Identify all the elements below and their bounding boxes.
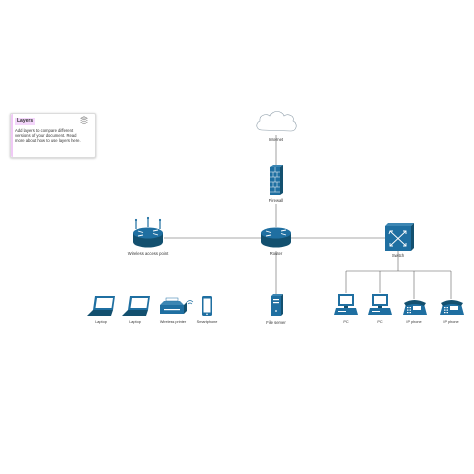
layers-panel-body[interactable]: Add layers to compare different versions… [15,128,81,144]
ip-phone-1-label: IP phone [406,320,421,324]
ip-phone-1-icon[interactable] [403,300,427,315]
file-server-icon[interactable] [271,294,283,316]
file-server-label: File server [266,320,286,325]
layers-panel-title: Layers [15,118,36,125]
wireless-access-point-icon[interactable] [133,216,163,248]
switch-label: Switch [392,253,405,258]
pc-1-label: PC [343,320,349,324]
laptop-2-icon[interactable] [122,296,150,316]
smartphone-label: Smartphone [197,320,218,324]
ip-phone-2-icon[interactable] [440,300,464,315]
firewall-label: Firewall [269,198,283,203]
wireless-access-point-label: Wireless access point [128,251,169,256]
wireless-printer-icon[interactable] [160,297,194,314]
pc-2-icon[interactable] [368,294,392,315]
laptop-1-label: Laptop [95,320,107,324]
wireless-printer-label: Wireless printer [160,320,187,324]
laptop-1-icon[interactable] [87,296,115,316]
internet-label: Internet [269,137,284,142]
pc-2-label: PC [377,320,383,324]
layers-stack-icon[interactable] [80,116,88,125]
router-icon[interactable] [261,227,291,248]
smartphone-icon[interactable] [202,296,212,316]
laptop-2-label: Laptop [129,320,141,324]
ip-phone-2-label: IP phone [443,320,458,324]
layers-panel-accent [11,114,13,157]
connectors [164,135,452,299]
pc-1-icon[interactable] [334,294,358,315]
router-label: Router [270,251,283,256]
internet-cloud[interactable] [256,111,297,132]
firewall-icon[interactable] [270,165,283,195]
switch-icon[interactable] [385,223,414,251]
